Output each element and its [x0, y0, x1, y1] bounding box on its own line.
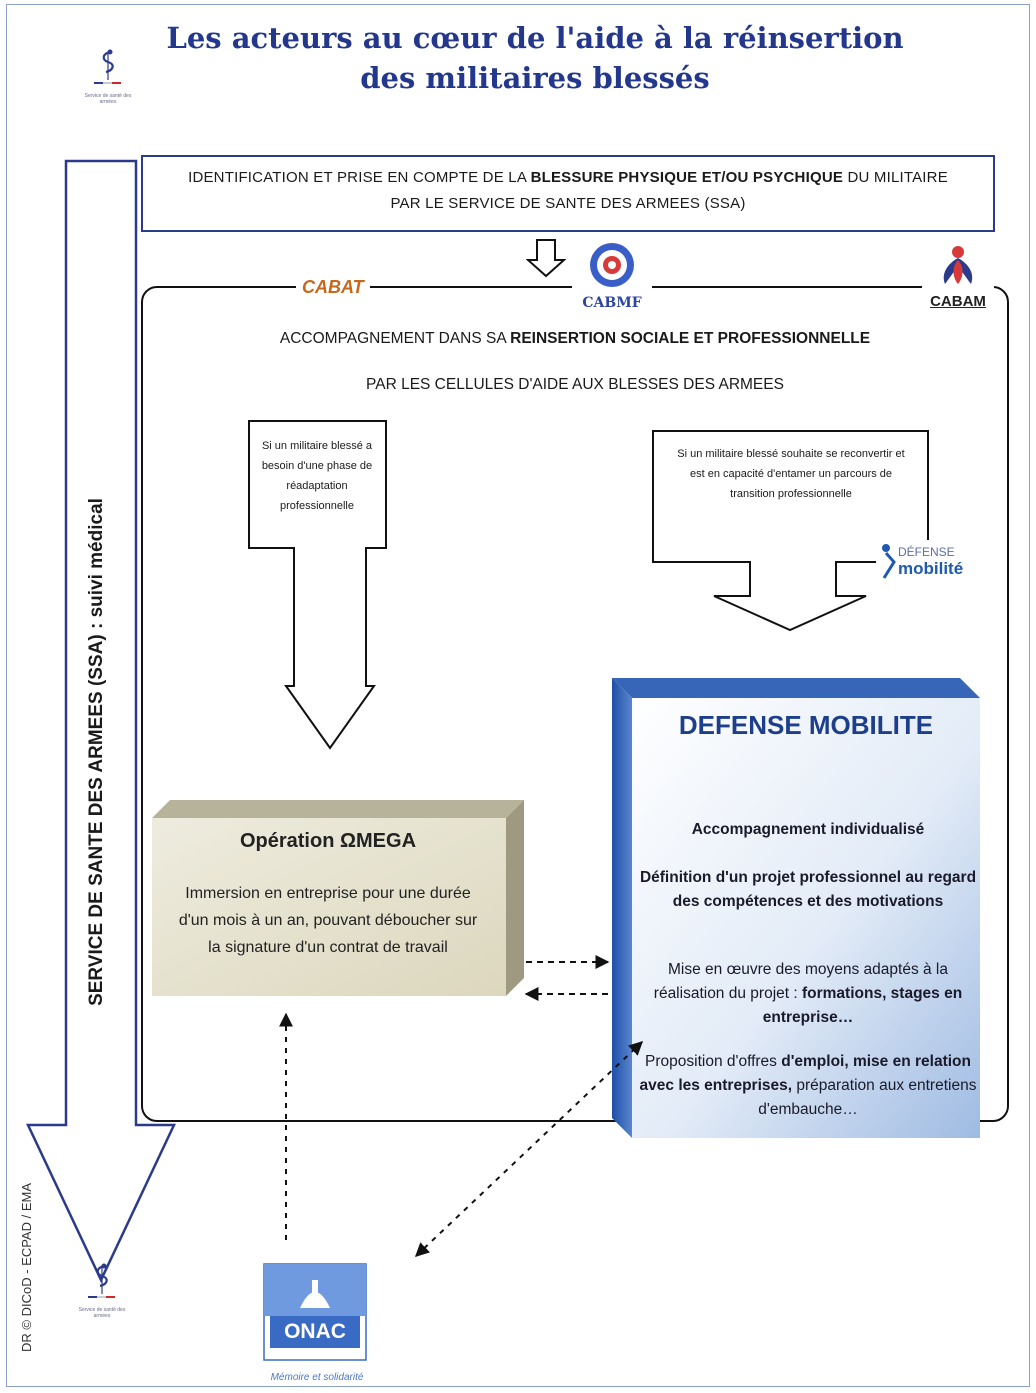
ssa-logo-text: Service de santé des armées: [84, 93, 132, 105]
ssa-arrow-label: SERVICE DE SANTE DES ARMEES (SSA) : suiv…: [86, 498, 107, 1006]
cabat-logo: CABAT: [296, 277, 370, 298]
cabat-label: CABAT: [302, 277, 364, 297]
omega-box-shape: [152, 800, 524, 996]
page-title: Les acteurs au cœur de l'aide à la réins…: [166, 21, 904, 95]
operation-omega-box: Opération ΩMEGA Immersion en entreprise …: [152, 800, 524, 996]
ssa-logo-bottom: Service de santé des armées: [72, 1262, 132, 1319]
down-arrow-small: [526, 239, 566, 278]
defense-mobilite-logo-line-2: mobilité: [898, 559, 964, 578]
cabmf-label: CABMF: [582, 295, 642, 311]
onac-emblem-icon: [263, 1263, 367, 1361]
defense-mobilite-figure-icon: [882, 544, 896, 579]
defense-mobilite-box: DEFENSE MOBILITE Accompagnement individu…: [612, 678, 980, 1138]
ssa-logo-top: Service de santé des armées: [78, 48, 138, 105]
accompaniment-line-2: PAR LES CELLULES D'AIDE AUX BLESSES DES …: [366, 376, 784, 393]
left-condition-text: Si un militaire blessé a besoin d'une ph…: [261, 440, 373, 512]
page-frame: [6, 4, 1030, 1387]
omega-title: Opération ΩMEGA: [239, 830, 417, 852]
defense-mobilite-logo: DÉFENSE mobilité: [876, 540, 966, 584]
defense-mobilite-title: DEFENSE MOBILITE: [678, 710, 934, 740]
cabam-figure-icon: [943, 246, 973, 284]
cabam-label: CABAM: [930, 293, 986, 310]
right-condition-text: Si un militaire blessé souhaite se recon…: [677, 448, 905, 500]
ssa-vertical-arrow: [26, 159, 176, 1283]
omega-description: Immersion en entreprise pour une durée d…: [178, 885, 478, 956]
cabam-logo: CABAM: [922, 244, 994, 310]
identification-line-1: IDENTIFICATION ET PRISE EN COMPTE DE LA …: [188, 169, 948, 186]
onac-name: ONAC: [284, 1320, 346, 1343]
defense-mobilite-logo-line-1: DÉFENSE: [898, 545, 955, 559]
cabmf-emblem-icon: [590, 243, 634, 287]
ssa-logo-text: Service de santé des armées: [78, 1307, 126, 1319]
onac-motto: Mémoire et solidarité: [270, 1372, 364, 1383]
dm-point-3: Mise en œuvre des moyens adaptés à la ré…: [653, 961, 963, 1026]
ssa-caduceus-icon: [94, 49, 121, 84]
accompaniment-line-1: ACCOMPAGNEMENT DANS SA REINSERTION SOCIA…: [279, 330, 871, 347]
left-condition-arrow: [248, 420, 387, 750]
dm-point-1: Accompagnement individualisé: [691, 821, 925, 838]
dm-point-4: Proposition d'offres d'emploi, mise en r…: [639, 1053, 977, 1118]
cabmf-logo: CABMF: [572, 240, 652, 311]
onac-logo: ONAC: [260, 1262, 370, 1367]
identification-box: IDENTIFICATION ET PRISE EN COMPTE DE LA …: [141, 155, 995, 232]
identification-line-2: PAR LE SERVICE DE SANTE DES ARMEES (SSA): [390, 195, 746, 212]
ssa-caduceus-icon: [88, 1263, 115, 1298]
dm-point-2: Définition d'un projet professionnel au …: [639, 869, 977, 910]
defense-mobilite-box-shape: [612, 678, 980, 1138]
